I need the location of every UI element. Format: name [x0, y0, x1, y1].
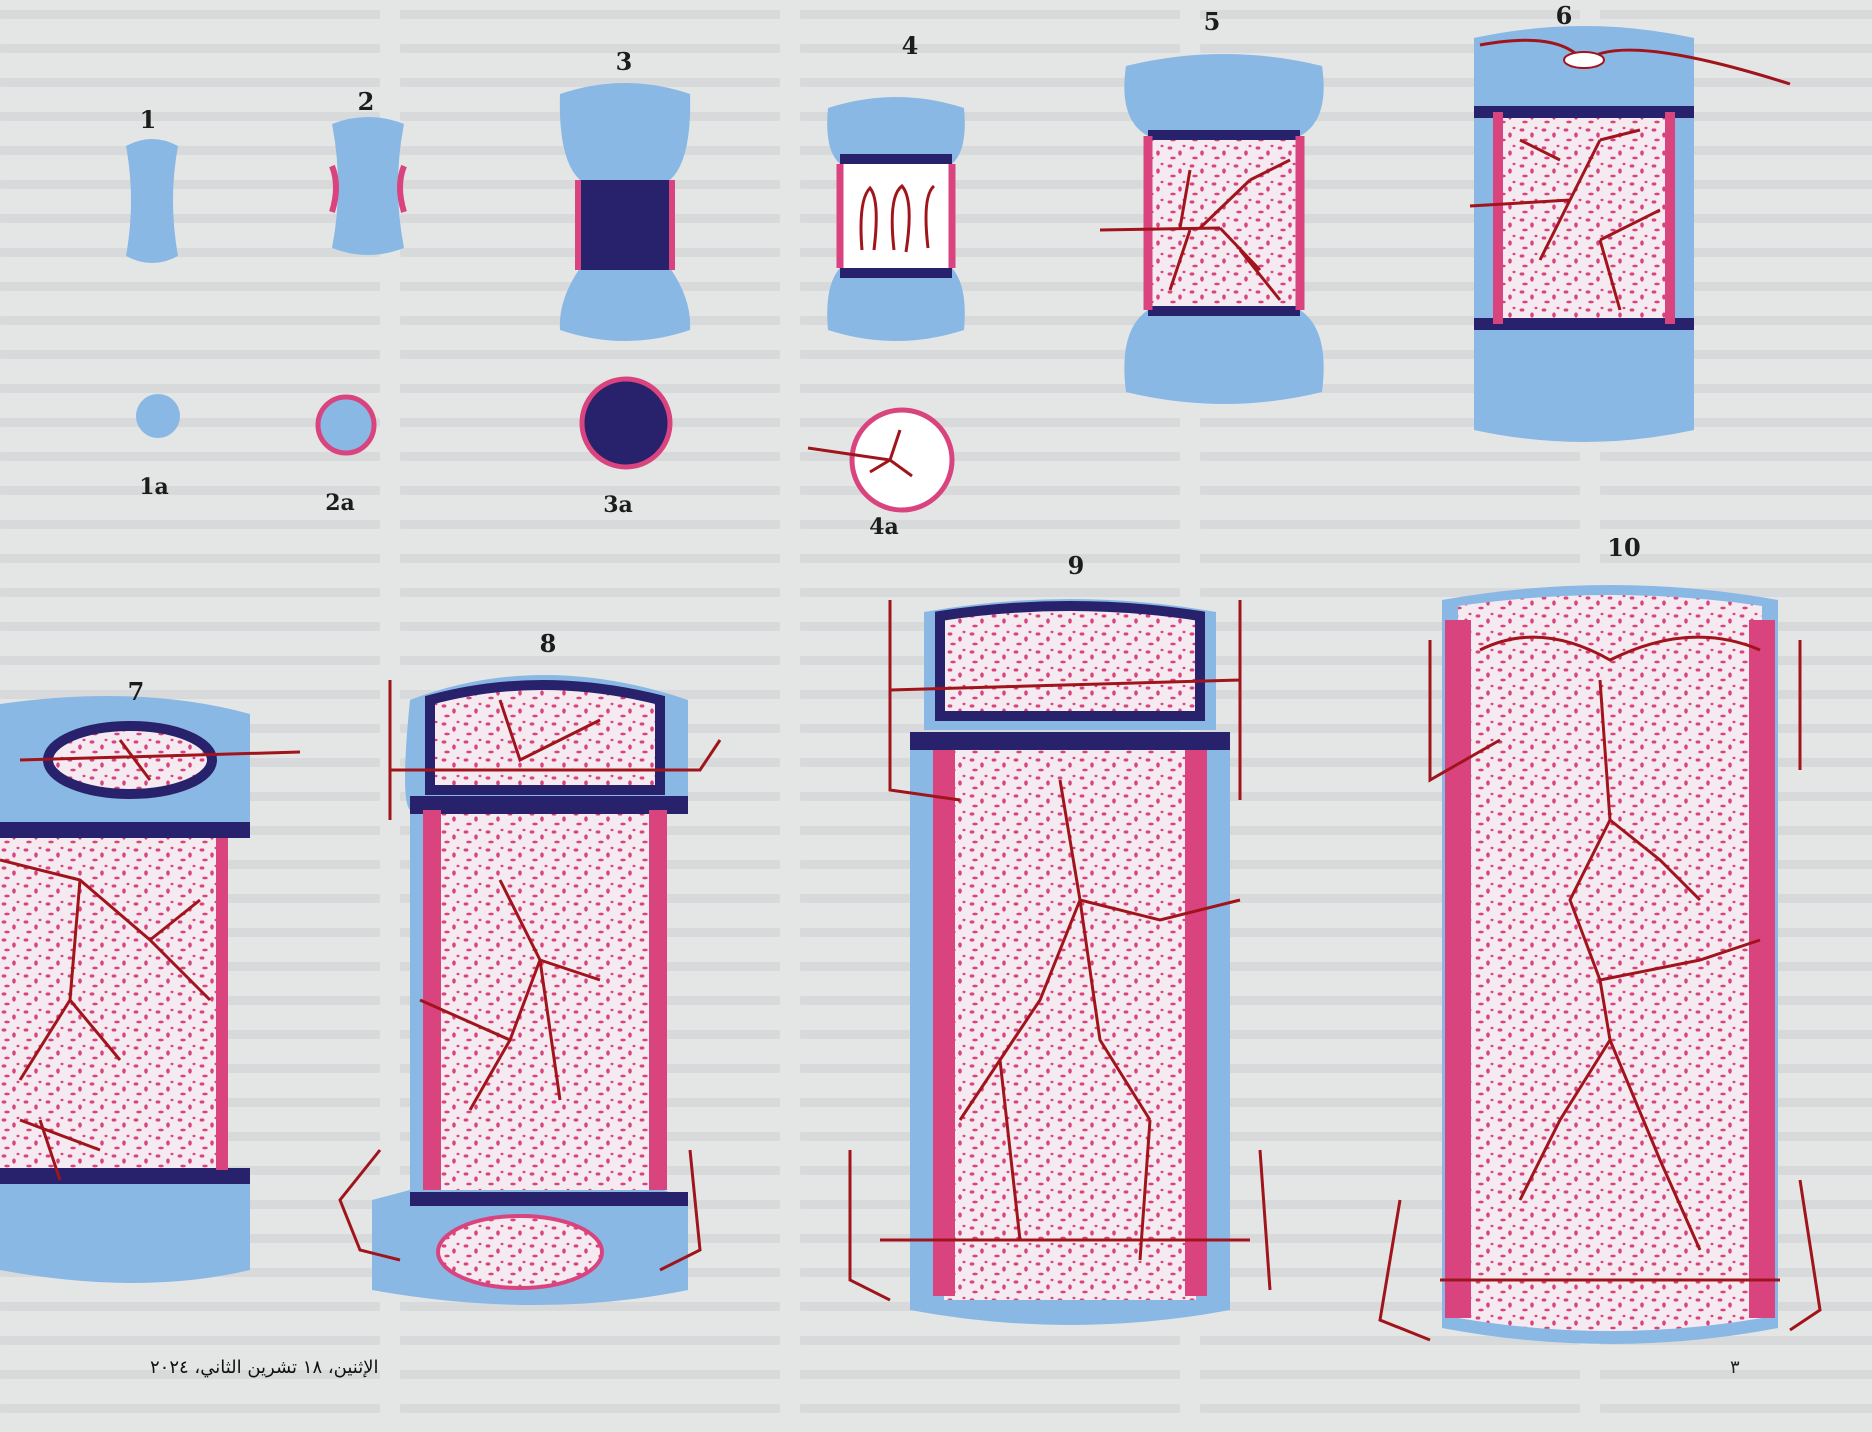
label-cross-section-1a: 1a: [139, 474, 169, 500]
stage-3-calcified-cartilage: [560, 83, 690, 341]
label-stage-7: 7: [128, 677, 145, 706]
label-stage-8: 8: [540, 629, 557, 658]
cross-section-3a: [582, 379, 670, 467]
label-stage-5: 5: [1204, 7, 1221, 36]
page-number: ٣: [1730, 1357, 1740, 1378]
label-stage-9: 9: [1068, 551, 1085, 580]
label-cross-section-4a: 4a: [869, 514, 899, 540]
stage-10-mature-bone: [1380, 585, 1820, 1344]
label-stage-3: 3: [616, 47, 633, 76]
label-stage-1: 1: [140, 105, 157, 134]
label-cross-section-3a: 3a: [603, 492, 633, 518]
label-stage-6: 6: [1556, 1, 1573, 30]
stage-1-cartilage-model: [126, 139, 178, 263]
label-cross-section-2a: 2a: [325, 490, 355, 516]
label-stage-4: 4: [902, 31, 919, 60]
stage-4-periosteal-bud: [827, 97, 965, 341]
label-stage-2: 2: [358, 87, 375, 116]
label-stage-10: 10: [1607, 533, 1640, 562]
footer-date: الإثنين، ١٨ تشرين الثاني، ٢٠٢٤: [150, 1357, 379, 1378]
cross-section-2a: [318, 397, 374, 453]
cross-section-1a: [136, 394, 180, 438]
stage-2-bone-collar: [332, 117, 404, 255]
stage-5-primary-ossification: [1100, 54, 1324, 404]
